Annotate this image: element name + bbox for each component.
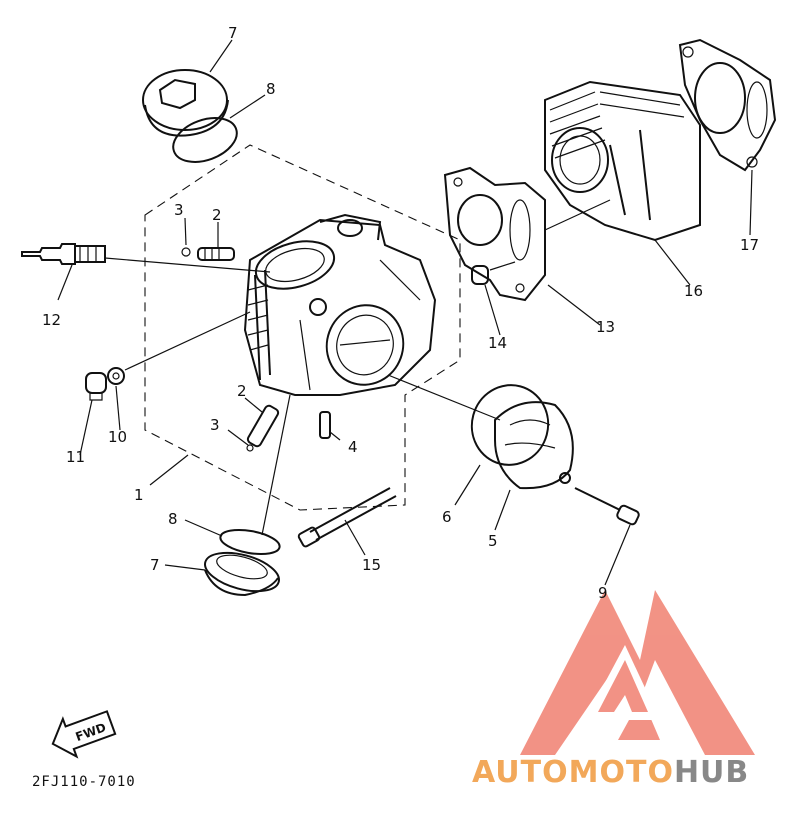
callout-2-bottom: 2 [237,382,247,400]
tappet-cover-bolt [574,487,640,526]
o-ring-top [172,117,238,163]
callout-17: 17 [740,236,759,254]
callout-1: 1 [134,486,144,504]
cylinder-base-gasket [678,38,777,172]
callout-4: 4 [348,438,358,456]
callout-14: 14 [488,334,507,352]
cylinder-block [544,80,701,242]
callout-labels: 7 8 3 2 12 2 3 4 11 10 1 8 7 15 6 5 9 14… [42,24,759,602]
watermark-part1: AUTOMOTO [472,755,674,790]
cylinder-leader [544,199,611,231]
dowel-pin [471,265,489,285]
bolt-leader [124,311,251,371]
logo-inner-mark [598,660,648,712]
cylinder-gasket [443,166,546,302]
stud-top [197,247,235,261]
o-ring-bottom [219,528,281,556]
drawing-code: 2FJ110-7010 [32,774,136,790]
leader-lines [57,39,753,586]
callout-15: 15 [362,556,381,574]
stud-bottom [246,404,280,448]
callout-6: 6 [442,508,452,526]
cap-bottom-leader [261,394,291,536]
callout-10: 10 [108,428,127,446]
watermark-part2: HUB [674,755,749,790]
oil-filler-cap-top [142,69,229,137]
cover-leader [387,374,501,421]
callout-3-top: 3 [174,201,184,219]
washer-bottom [246,444,254,452]
callout-5: 5 [488,532,498,550]
callout-16: 16 [684,282,703,300]
assembly-boundary [144,144,461,511]
callout-8-bottom: 8 [168,510,178,528]
through-bolt [297,487,397,548]
callout-9: 9 [598,584,608,602]
callout-3-bottom: 3 [210,416,220,434]
washer-10-hole [112,372,120,380]
drain-bolt [85,372,107,401]
tappet-cover [494,401,574,490]
callout-12: 12 [42,311,61,329]
callout-11: 11 [66,448,85,466]
dowel-leader [489,261,516,271]
callout-13: 13 [596,318,615,336]
watermark-logo [520,590,755,755]
callout-7-bottom: 7 [150,556,160,574]
stud-4 [319,411,331,439]
callout-8-top: 8 [266,80,276,98]
callout-2-top: 2 [212,206,222,224]
spark-plug-leader [104,257,271,273]
spark-plug [21,243,106,265]
washer-10 [107,367,125,385]
callout-7-top: 7 [228,24,238,42]
washer-top [181,247,191,257]
cylinder-head [243,213,437,396]
fwd-arrow: FWD [51,710,117,759]
oil-filler-cap-bottom [204,551,280,597]
watermark-text: AUTOMOTOHUB [472,755,749,790]
fwd-label: FWD [74,720,108,744]
